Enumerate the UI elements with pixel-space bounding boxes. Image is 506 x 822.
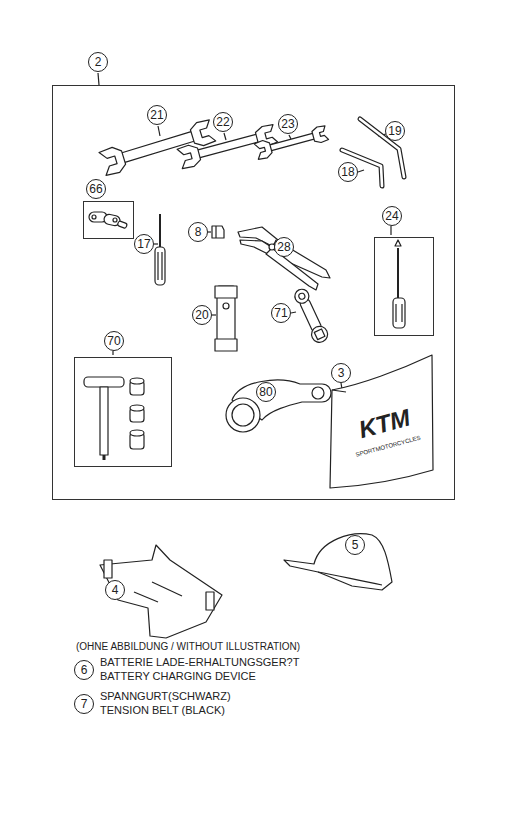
callout-number: 71 xyxy=(271,303,291,323)
callout-number: 3 xyxy=(331,363,351,383)
callout-number: 8 xyxy=(188,222,208,242)
callout-number: 7 xyxy=(74,694,94,714)
callout-number: 70 xyxy=(104,331,124,351)
note-text: BATTERY CHARGING DEVICE xyxy=(100,670,256,682)
callout-number: 28 xyxy=(274,237,294,257)
callout-number: 22 xyxy=(213,112,233,132)
part-group-box: 24 xyxy=(374,237,434,336)
callout-number: 66 xyxy=(86,179,106,199)
callout-number: 23 xyxy=(278,114,298,134)
callout-number: 80 xyxy=(256,382,276,402)
callout-number: 19 xyxy=(385,121,405,141)
callout-number: 4 xyxy=(105,580,125,600)
part-group-box: 66 xyxy=(83,201,134,239)
callout-number: 18 xyxy=(338,162,358,182)
callout-number: 21 xyxy=(147,105,167,125)
callout-number: 2 xyxy=(88,52,108,72)
callout-number: 5 xyxy=(345,535,365,555)
kit-box: 2662470 xyxy=(52,85,455,500)
note-text: TENSION BELT (BLACK) xyxy=(100,704,225,716)
callout-number: 17 xyxy=(134,234,154,254)
note-text: (OHNE ABBILDUNG / WITHOUT ILLUSTRATION) xyxy=(76,641,300,652)
callout-number: 6 xyxy=(74,660,94,680)
callout-number: 24 xyxy=(382,206,402,226)
note-text: SPANNGURT(SCHWARZ) xyxy=(100,690,231,702)
callout-number: 20 xyxy=(192,305,212,325)
note-text: BATTERIE LADE-ERHALTUNGSGER?T xyxy=(100,656,299,668)
part-group-box: 70 xyxy=(74,357,172,467)
